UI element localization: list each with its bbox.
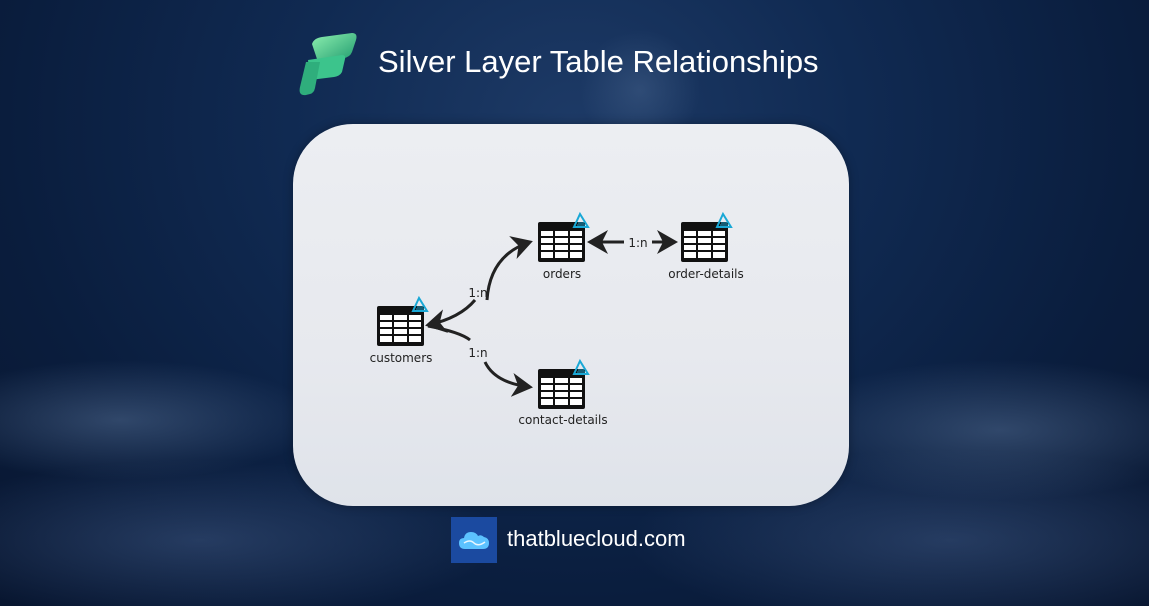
table-icon-order-details[interactable] (680, 213, 732, 263)
cardinality-customers-orders: 1:n (468, 286, 488, 300)
table-icon-customers[interactable] (376, 297, 428, 347)
footer-site-link[interactable]: thatbluecloud.com (507, 526, 686, 551)
table-icon-orders[interactable] (537, 213, 589, 263)
thatbluecloud-logo-icon (451, 517, 497, 563)
table-icon-contact-details[interactable] (537, 360, 589, 410)
table-label-order-details: order-details (668, 267, 744, 281)
fabric-logo-icon (299, 33, 357, 96)
edge-customers-orders-tail (425, 299, 477, 333)
cardinality-customers-contact-details: 1:n (468, 346, 488, 360)
edge-customers-contact-head (483, 361, 533, 397)
page-title: Silver Layer Table Relationships (378, 44, 819, 79)
table-label-customers: customers (369, 351, 433, 365)
table-label-orders: orders (542, 267, 582, 281)
edge-customers-contact (427, 324, 471, 342)
table-label-contact-details: contact-details (518, 413, 608, 427)
cardinality-orders-order-details: 1:n (628, 236, 648, 250)
edge-customers-orders (485, 236, 533, 301)
